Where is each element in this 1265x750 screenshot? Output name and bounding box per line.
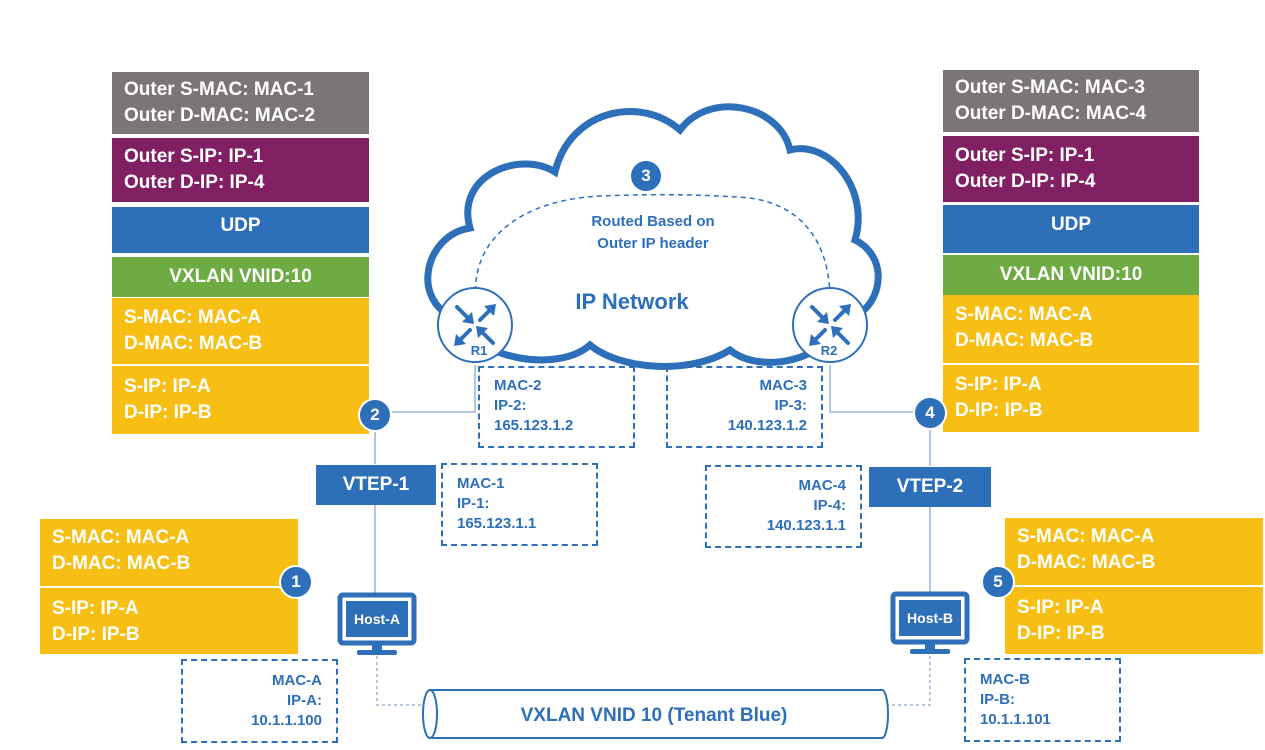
left-host-d-mac: D-MAC: MAC-B (52, 553, 191, 574)
left-host-ip-block: S-IP: IP-A D-IP: IP-B (40, 586, 298, 654)
host-b-monitor-icon (890, 591, 970, 654)
right-inner-s-mac: S-MAC: MAC-A (955, 304, 1093, 325)
host-b-address-box: MAC-B IP-B: 10.1.1.101 (964, 658, 1121, 742)
router-r1-icon (437, 287, 513, 363)
ip-network-label: IP Network (575, 289, 689, 314)
host-a-monitor-icon (337, 592, 417, 655)
r1-ip-value: 165.123.1.2 (494, 417, 574, 434)
step-3-badge: 3 (629, 159, 663, 193)
left-host-mac-block: S-MAC: MAC-A D-MAC: MAC-B (40, 519, 298, 586)
right-host-ip-block: S-IP: IP-A D-IP: IP-B (1005, 585, 1263, 654)
right-udp-label: UDP (1050, 214, 1092, 235)
left-inner-mac-block: S-MAC: MAC-A D-MAC: MAC-B (112, 298, 369, 364)
tunnel-label: VXLAN VNID 10 (Tenant Blue) (521, 705, 788, 726)
routed-path-dashed (474, 193, 831, 301)
right-vxlan-block: VXLAN VNID:10 (943, 255, 1199, 295)
right-outer-d-ip: Outer D-IP: IP-4 (955, 171, 1096, 192)
left-inner-d-ip: D-IP: IP-B (124, 402, 212, 423)
left-outer-d-ip: Outer D-IP: IP-4 (124, 172, 265, 193)
host-b-ip-label: IP-B: (980, 691, 1015, 708)
left-vxlan-label: VXLAN VNID:10 (169, 266, 312, 287)
vtep-2-mac: MAC-4 (798, 477, 847, 494)
vtep-2-ip-value: 140.123.1.1 (766, 517, 846, 534)
right-host-s-mac: S-MAC: MAC-A (1017, 526, 1155, 547)
link-hostb-tunnel (886, 656, 931, 706)
vtep-1-mac: MAC-1 (457, 475, 505, 492)
link-r1-step2 (390, 365, 476, 413)
step-5-badge: 5 (981, 565, 1015, 599)
left-outer-mac-block: Outer S-MAC: MAC-1 Outer D-MAC: MAC-2 (112, 72, 369, 134)
left-udp-block: UDP (112, 207, 369, 253)
step-4-badge: 4 (913, 396, 947, 430)
right-host-mac-block: S-MAC: MAC-A D-MAC: MAC-B (1005, 518, 1263, 585)
left-outer-s-ip: Outer S-IP: IP-1 (124, 146, 264, 167)
right-udp-block: UDP (943, 205, 1199, 253)
left-udp-label: UDP (220, 215, 261, 236)
ip-network-cloud (424, 103, 882, 370)
vtep-1-ip-value: 165.123.1.1 (457, 515, 537, 532)
right-host-s-ip: S-IP: IP-A (1017, 597, 1104, 618)
left-host-s-ip: S-IP: IP-A (52, 598, 139, 619)
host-a-ip-label: IP-A: (287, 692, 322, 709)
left-inner-ip-block: S-IP: IP-A D-IP: IP-B (112, 364, 369, 434)
left-vxlan-block: VXLAN VNID:10 (112, 257, 369, 297)
left-inner-d-mac: D-MAC: MAC-B (124, 333, 263, 354)
vtep-1-box: VTEP-1 (316, 465, 436, 505)
host-b-mac: MAC-B (980, 671, 1030, 688)
right-host-d-mac: D-MAC: MAC-B (1017, 552, 1156, 573)
left-host-s-mac: S-MAC: MAC-A (52, 527, 190, 548)
vtep-1-ip-label: IP-1: (457, 495, 490, 512)
r2-ip-label: IP-3: (774, 397, 807, 414)
routed-line-2: Outer IP header (597, 235, 709, 252)
router-r1-label: R1 (471, 343, 488, 358)
right-outer-mac-block: Outer S-MAC: MAC-3 Outer D-MAC: MAC-4 (943, 70, 1199, 132)
left-inner-s-ip: S-IP: IP-A (124, 376, 211, 397)
r2-ip-value: 140.123.1.2 (727, 417, 807, 434)
r1-mac: MAC-2 (494, 377, 542, 394)
right-host-d-ip: D-IP: IP-B (1017, 623, 1105, 644)
left-outer-ip-block: Outer S-IP: IP-1 Outer D-IP: IP-4 (112, 138, 369, 202)
left-outer-s-mac: Outer S-MAC: MAC-1 (124, 79, 314, 100)
right-outer-s-ip: Outer S-IP: IP-1 (955, 145, 1095, 166)
router-r2-label: R2 (821, 343, 838, 358)
r2-address-box: MAC-3 IP-3: 140.123.1.2 (666, 366, 823, 448)
right-inner-mac-block: S-MAC: MAC-A D-MAC: MAC-B (943, 295, 1199, 363)
right-inner-d-ip: D-IP: IP-B (955, 400, 1043, 421)
r1-ip-label: IP-2: (494, 397, 527, 414)
host-b-ip-value: 10.1.1.101 (980, 711, 1051, 728)
right-outer-s-mac: Outer S-MAC: MAC-3 (955, 77, 1145, 98)
step-1-badge: 1 (279, 565, 313, 599)
router-r2-icon (792, 287, 868, 363)
host-a-address-box: MAC-A IP-A: 10.1.1.100 (181, 659, 338, 743)
right-inner-d-mac: D-MAC: MAC-B (955, 330, 1094, 351)
vxlan-tunnel (422, 689, 889, 739)
right-vxlan-label: VXLAN VNID:10 (999, 264, 1143, 285)
left-host-d-ip: D-IP: IP-B (52, 624, 140, 645)
vtep-2-ip-label: IP-4: (813, 497, 846, 514)
right-inner-s-ip: S-IP: IP-A (955, 374, 1042, 395)
vtep-2-box: VTEP-2 (869, 467, 991, 507)
vtep-2-address-box: MAC-4 IP-4: 140.123.1.1 (705, 465, 862, 548)
host-a-mac: MAC-A (272, 672, 322, 689)
host-a-ip-value: 10.1.1.100 (251, 712, 322, 729)
step-2-badge: 2 (358, 398, 392, 432)
host-a-label: Host-A (354, 611, 400, 627)
link-r2-step4 (829, 365, 915, 413)
r2-mac: MAC-3 (759, 377, 808, 394)
left-inner-s-mac: S-MAC: MAC-A (124, 307, 262, 328)
left-outer-d-mac: Outer D-MAC: MAC-2 (124, 105, 316, 126)
right-outer-ip-block: Outer S-IP: IP-1 Outer D-IP: IP-4 (943, 136, 1199, 202)
link-hosta-tunnel (376, 656, 425, 706)
routed-line-1: Routed Based on (591, 213, 714, 230)
right-inner-ip-block: S-IP: IP-A D-IP: IP-B (943, 363, 1199, 432)
vtep-1-address-box: MAC-1 IP-1: 165.123.1.1 (441, 463, 598, 546)
r1-address-box: MAC-2 IP-2: 165.123.1.2 (478, 366, 635, 448)
right-outer-d-mac: Outer D-MAC: MAC-4 (955, 103, 1147, 124)
host-b-label: Host-B (907, 610, 953, 626)
